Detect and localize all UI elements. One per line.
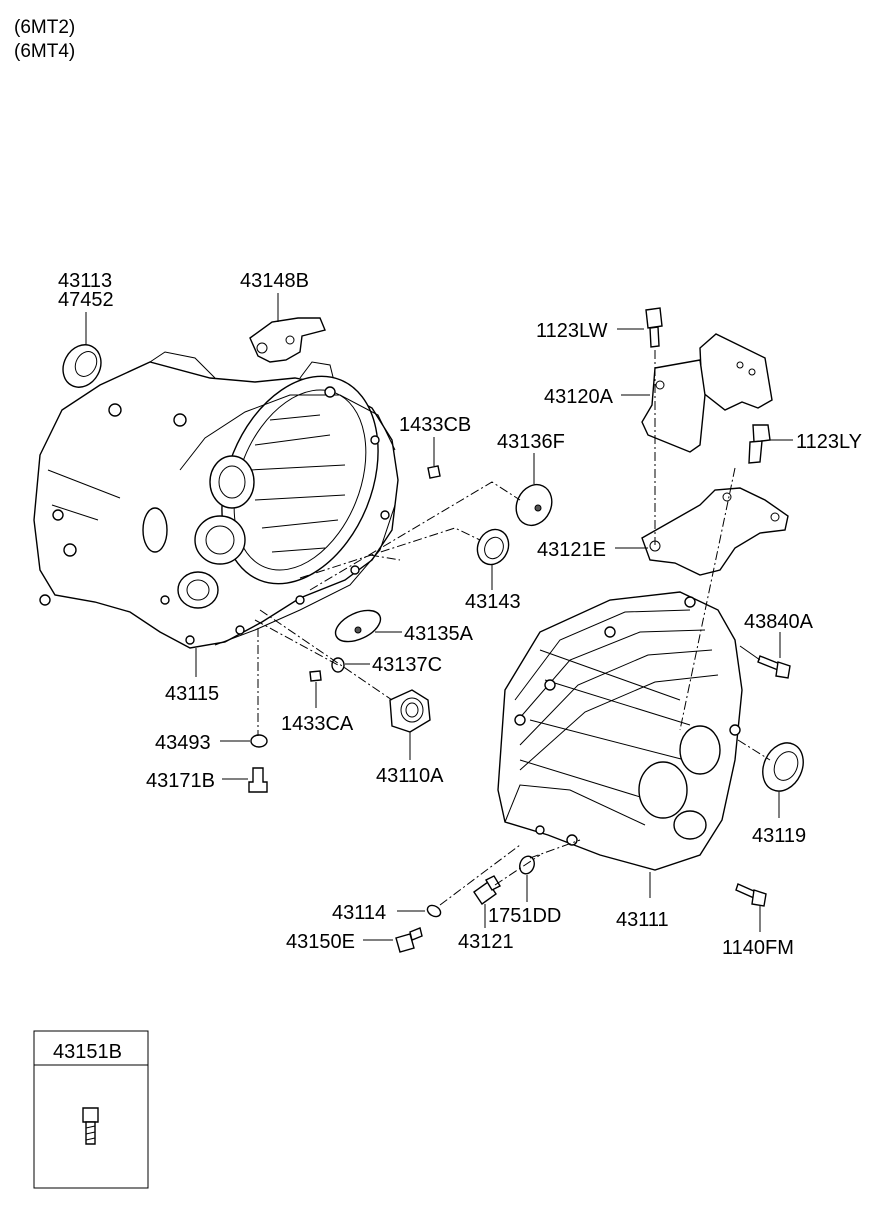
- label-43111: 43111: [616, 909, 669, 931]
- clutch-housing-drawing: [33, 351, 399, 649]
- label-43136F: 43136F: [497, 431, 565, 453]
- plate-43135A-drawing: [334, 609, 382, 643]
- pin-1433CA-drawing: [309, 670, 322, 682]
- label-1433CB: 1433CB: [399, 414, 471, 436]
- bolt-1123LW-drawing: [645, 307, 663, 348]
- washer-1751DD-drawing: [519, 855, 535, 875]
- label-43115: 43115: [165, 683, 219, 705]
- bolt-1140FM-drawing: [735, 883, 767, 907]
- label-43493: 43493: [155, 732, 211, 754]
- label-43135A: 43135A: [404, 623, 474, 645]
- bolt-43150E-drawing: [395, 927, 423, 953]
- washer-43493-drawing: [250, 734, 268, 748]
- label-43110A: 43110A: [376, 765, 444, 787]
- seal-43119-drawing: [762, 742, 804, 792]
- seal-43143-drawing: [476, 528, 510, 566]
- plate-43136F-drawing: [515, 483, 553, 527]
- label-43840A: 43840A: [744, 611, 814, 633]
- bolt-43171B-drawing: [248, 767, 268, 793]
- label-43121: 43121: [458, 931, 514, 953]
- washer-43114-drawing: [426, 904, 442, 918]
- label-43150E: 43150E: [286, 931, 355, 953]
- transmission-case-drawing: [497, 591, 743, 871]
- label-1140FM: 1140FM: [722, 937, 794, 959]
- bolt-1123LY-drawing: [748, 424, 771, 464]
- plug-43121-drawing: [473, 875, 501, 905]
- label-1433CA: 1433CA: [281, 713, 354, 735]
- label-43113: 43113: [58, 270, 112, 292]
- bracket-43148B-drawing: [249, 317, 326, 363]
- inset-box-43151B: 43151B: [33, 1030, 149, 1189]
- label-43143: 43143: [465, 591, 521, 613]
- label-43148B: 43148B: [240, 270, 309, 292]
- label-1751DD: 1751DD: [488, 905, 561, 927]
- bolt-43840A-drawing: [757, 655, 791, 679]
- bracket-43120A-drawing: [641, 333, 773, 453]
- model-code-2: (6MT4): [14, 41, 75, 62]
- bracket-43121E-drawing: [641, 487, 789, 576]
- label-43121E: 43121E: [537, 539, 606, 561]
- label-43171B: 43171B: [146, 770, 215, 792]
- bearing-43110A-drawing: [389, 689, 431, 733]
- label-1123LY: 1123LY: [796, 431, 862, 453]
- assembly-lines: [254, 350, 771, 906]
- inset-title: 43151B: [53, 1041, 122, 1063]
- seal-43113-drawing: [62, 344, 102, 388]
- label-43114: 43114: [332, 902, 386, 924]
- label-43120A: 43120A: [544, 386, 614, 408]
- pin-1433CB-drawing: [427, 465, 441, 479]
- label-43137C: 43137C: [372, 654, 442, 676]
- model-code-1: (6MT2): [14, 17, 75, 38]
- label-47452: 47452: [58, 289, 114, 311]
- label-43119: 43119: [752, 825, 806, 847]
- label-1123LW: 1123LW: [536, 320, 608, 342]
